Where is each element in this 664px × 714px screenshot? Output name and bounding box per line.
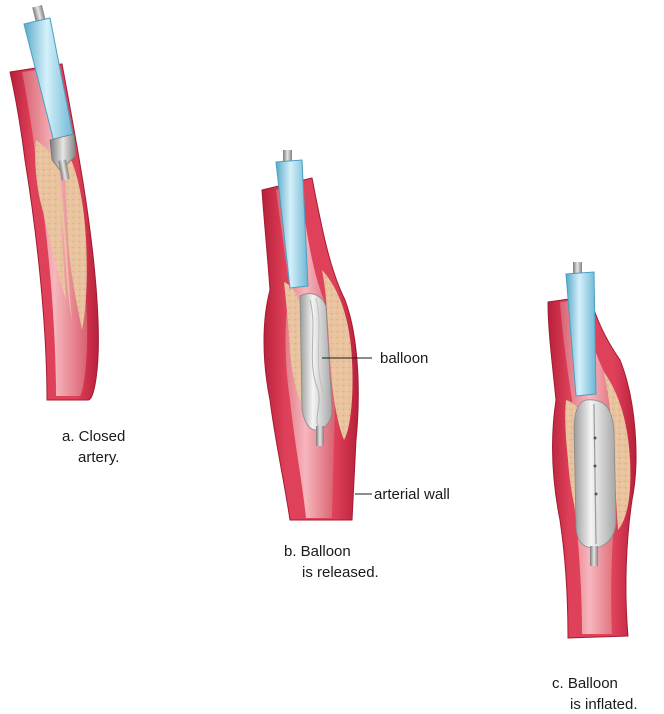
caption-a-line1: a. Closed <box>62 428 125 445</box>
guidewire <box>590 546 598 566</box>
panel-c-balloon-inflated <box>548 262 636 638</box>
panel-b-balloon-released: balloon arterial wall <box>262 150 450 520</box>
guidewire <box>316 426 324 446</box>
caption-c-line1: c. Balloon <box>552 675 618 692</box>
arterial-wall-label: arterial wall <box>374 486 450 503</box>
balloon-marker <box>594 437 597 440</box>
caption-b-line2: is released. <box>302 564 379 581</box>
caption-c-line2: is inflated. <box>570 696 638 713</box>
caption-a-line2: artery. <box>78 449 119 466</box>
balloon-label: balloon <box>380 350 428 367</box>
caption-b-line1: b. Balloon <box>284 543 351 560</box>
balloon-marker <box>595 493 598 496</box>
panel-a-closed-artery <box>10 5 98 400</box>
balloon-marker <box>594 465 597 468</box>
